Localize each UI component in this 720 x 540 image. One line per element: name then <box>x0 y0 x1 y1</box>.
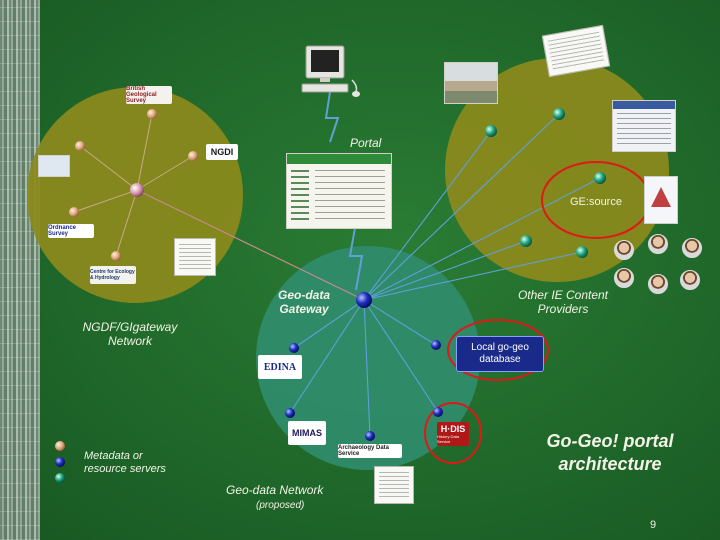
ordnance-survey-logo: Ordnance Survey <box>48 224 94 238</box>
ads-logo: Archaeology Data Service <box>338 444 402 458</box>
portal-screenshot <box>286 153 392 229</box>
resource-server-node <box>285 408 295 418</box>
gateway-links <box>289 113 601 437</box>
geo-data-network-region <box>256 246 480 470</box>
ngdf-to-gateway-link <box>136 189 365 301</box>
local-db-label: Local go-geo database <box>471 342 529 365</box>
local-db-highlight-ring <box>447 319 549 381</box>
other-ie-providers-label: Other IE Content Providers <box>517 288 609 317</box>
ie-provider-node <box>553 108 565 120</box>
metadata-server-node <box>188 151 198 161</box>
portal-label: Portal <box>350 136 382 150</box>
hdis-highlight-ring <box>424 402 482 464</box>
geo-document-thumbnail <box>374 466 414 504</box>
gigateway-hub-node <box>130 183 144 197</box>
ngdf-network-label: NGDF/GIgateway Network <box>82 320 178 349</box>
local-go-geo-database-box: Local go-geo database <box>456 336 544 372</box>
ie-provider-node <box>520 235 532 247</box>
hdis-logo: H·DIS History Data Service <box>437 422 469 446</box>
metadata-server-node <box>147 109 157 119</box>
ie-provider-node <box>594 172 606 184</box>
hdis-logo-subtext: History Data Service <box>437 434 460 444</box>
hdis-logo-text: H·DIS <box>440 424 466 434</box>
geo-data-network-label: Geo-data Network <box>226 483 324 497</box>
map-decoration-strip <box>0 0 40 540</box>
geo-data-gateway-label: Geo-data Gateway <box>277 288 330 317</box>
resource-server-node <box>365 431 375 441</box>
ie-provider-node <box>485 125 497 137</box>
ie-provider-node <box>576 246 588 258</box>
legend-orange-node <box>55 441 65 451</box>
resource-server-node <box>289 343 299 353</box>
page-number: 9 <box>650 519 657 531</box>
gateway-hub-node <box>356 292 372 308</box>
ie-website-screenshot <box>612 100 676 152</box>
legend-label: Metadata or resource servers <box>84 450 166 476</box>
computer-icon <box>301 45 360 97</box>
proposed-label: (proposed) <box>256 500 305 511</box>
pc-to-portal-link <box>324 91 340 143</box>
ge-source-label: GE:source <box>570 196 622 208</box>
resource-server-node <box>431 340 441 350</box>
legend-teal-node <box>55 473 65 483</box>
mimas-logo: MIMAS <box>288 421 326 445</box>
ge-source-logo-tile <box>644 176 678 224</box>
portal-to-gateway-link <box>348 227 364 291</box>
metadata-server-node <box>69 207 79 217</box>
metadata-document-thumbnail <box>174 238 216 276</box>
ceh-logo: Centre for Ecology & Hydrology <box>90 266 136 284</box>
resource-server-node <box>433 407 443 417</box>
legend-blue-node <box>55 457 65 467</box>
metadata-server-node <box>75 141 85 151</box>
edina-logo: EDINA <box>258 355 302 379</box>
metadata-server-node <box>111 251 121 261</box>
slide-title: Go-Geo! portal architecture <box>546 431 674 475</box>
landscape-photo <box>444 62 498 104</box>
bgs-logo: British Geological Survey <box>126 86 172 104</box>
small-site-thumbnail <box>38 155 70 177</box>
ngdf-links <box>73 113 194 257</box>
ngdi-logo: NGDI <box>206 144 238 160</box>
